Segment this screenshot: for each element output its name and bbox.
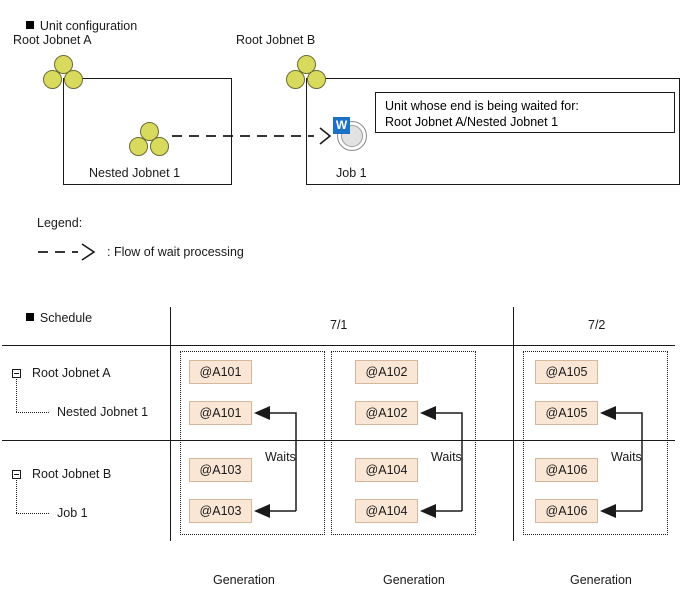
waits-label-2: Waits [431, 450, 462, 464]
date-header-7-1: 7/1 [330, 318, 348, 332]
nested-jobnet-1-icon [129, 122, 171, 160]
wait-badge-icon: W [333, 117, 350, 134]
code-box-g3-upper-1: @A105 [535, 360, 598, 384]
table-row-divider [2, 440, 675, 442]
waits-label-1: Waits [265, 450, 296, 464]
code-box-g1-upper-1: @A101 [189, 360, 252, 384]
waits-connector-1 [254, 406, 297, 518]
square-bullet-icon [25, 21, 34, 29]
table-date-divider [513, 307, 515, 541]
square-bullet-icon-2 [25, 313, 34, 321]
section-heading-schedule-label: Schedule [39, 311, 93, 325]
waits-connector-3 [600, 406, 643, 518]
generation-caption-1: Generation executed first on 7/1 [213, 543, 287, 595]
root-jobnet-a-label: Root Jobnet A [13, 33, 92, 47]
tree-toggle-root-jobnet-a[interactable] [12, 369, 21, 378]
job-1-icon: W [333, 117, 369, 153]
generation-caption-2: Generation executed second on 7/1 [383, 543, 462, 595]
legend-entry-label: : Flow of wait processing [107, 245, 244, 259]
generation-box-1 [180, 351, 325, 535]
legend-dashed-arrow-icon [38, 243, 96, 261]
schedule-row-label-root-jobnet-a: Root Jobnet A [32, 366, 111, 380]
table-header-rule [2, 345, 675, 347]
code-box-g2-lower-2: @A104 [355, 499, 418, 523]
generation-box-3 [523, 351, 668, 535]
legend-heading: Legend: [37, 216, 83, 230]
generation-caption-1-line-1: Generation [213, 573, 275, 587]
tree-toggle-root-jobnet-b[interactable] [12, 470, 21, 479]
code-box-g2-upper-1: @A102 [355, 360, 418, 384]
generation-caption-2-line-1: Generation [383, 573, 445, 587]
tree-connector-vertical-1 [16, 379, 17, 412]
code-box-g1-lower-2: @A103 [189, 499, 252, 523]
tree-connector-horizontal-1 [16, 412, 49, 413]
waits-label-3: Waits [611, 450, 642, 464]
schedule-row-label-job-1: Job 1 [57, 506, 88, 520]
tree-connector-horizontal-2 [16, 513, 49, 514]
code-box-g3-lower-2: @A106 [535, 499, 598, 523]
table-left-divider [170, 307, 172, 541]
generation-caption-3-line-1: Generation [570, 573, 632, 587]
callout-line-2: Root Jobnet A/Nested Jobnet 1 [385, 115, 559, 129]
section-heading-unit-configuration: Unit configuration [12, 5, 137, 47]
nested-jobnet-1-label: Nested Jobnet 1 [89, 166, 181, 180]
code-box-g2-lower-1: @A104 [355, 458, 418, 482]
code-box-g2-upper-2: @A102 [355, 401, 418, 425]
date-header-7-2: 7/2 [588, 318, 606, 332]
schedule-row-label-root-jobnet-b: Root Jobnet B [32, 467, 112, 481]
code-box-g3-lower-1: @A106 [535, 458, 598, 482]
generation-caption-3: Generation executed first on 7/2 [570, 543, 644, 595]
waits-connector-2 [420, 406, 463, 518]
code-box-g1-lower-1: @A103 [189, 458, 252, 482]
code-box-g3-upper-2: @A105 [535, 401, 598, 425]
root-jobnet-b-icon [286, 55, 328, 93]
schedule-row-label-nested-jobnet-1: Nested Jobnet 1 [57, 405, 149, 419]
wait-flow-arrow [172, 127, 332, 145]
root-jobnet-a-box [63, 78, 232, 185]
job-1-label: Job 1 [336, 166, 367, 180]
root-jobnet-a-icon [43, 55, 85, 93]
generation-box-2 [331, 351, 476, 535]
wait-target-callout: Unit whose end is being waited for: Root… [375, 92, 675, 133]
root-jobnet-b-box [306, 78, 680, 185]
tree-connector-vertical-2 [16, 480, 17, 513]
section-heading-unit-configuration-label: Unit configuration [39, 19, 138, 33]
callout-line-1: Unit whose end is being waited for: [385, 99, 579, 113]
root-jobnet-b-label: Root Jobnet B [236, 33, 316, 47]
code-box-g1-upper-2: @A101 [189, 401, 252, 425]
section-heading-schedule: Schedule [12, 297, 92, 339]
